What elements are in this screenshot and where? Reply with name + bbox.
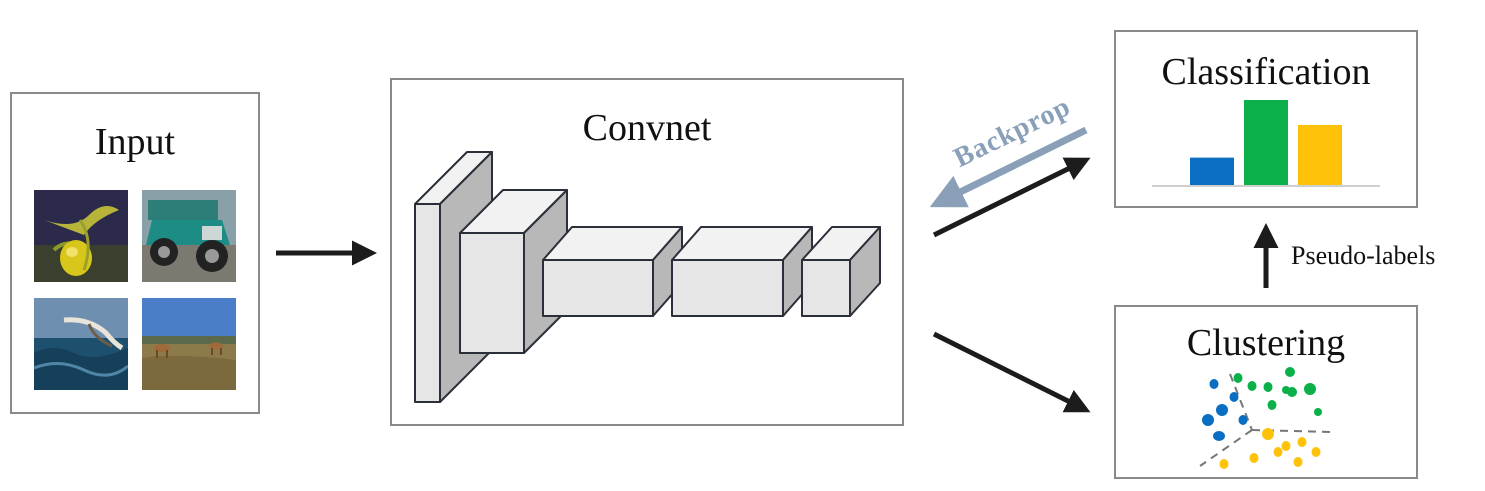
green-cluster-point (1314, 408, 1322, 416)
green-cluster-point (1285, 367, 1295, 377)
layer-block-4 (671, 226, 813, 317)
layer-block-5 (801, 226, 881, 317)
flower-image (34, 190, 128, 282)
yellow-cluster-point (1281, 441, 1291, 451)
input-panel: Input (10, 92, 260, 414)
input-title: Input (94, 121, 176, 163)
backprop-arrow (929, 126, 1088, 208)
green-bar (1244, 100, 1288, 186)
antelope-image (142, 298, 236, 390)
backprop-label: Backprop (949, 91, 1076, 174)
yellow-cluster-point (1262, 428, 1274, 440)
convnet-to-clustering-arrow (932, 331, 1091, 413)
pseudo-labels-label: Pseudo-labels (1291, 241, 1435, 270)
yellow-cluster-point (1219, 459, 1229, 469)
clustering-panel: Clustering (1114, 305, 1418, 479)
seabird-image (34, 298, 128, 390)
convnet-title: Convnet (582, 107, 712, 149)
green-cluster-point (1233, 373, 1243, 383)
cluster-points (1202, 367, 1322, 469)
layer-block-3 (542, 226, 683, 317)
yellow-cluster-point (1297, 437, 1307, 447)
classification-title: Classification (1161, 51, 1371, 93)
convnet-to-classification-arrow (932, 157, 1091, 238)
yellow-bar (1298, 124, 1342, 186)
yellow-cluster-point (1311, 447, 1321, 457)
blue-cluster-point (1238, 415, 1248, 425)
green-cluster-point (1267, 400, 1277, 410)
green-cluster-point (1263, 382, 1273, 392)
blue-cluster-point (1229, 392, 1239, 402)
blue-cluster-point (1202, 414, 1214, 426)
blue-cluster-point (1216, 404, 1228, 416)
yellow-cluster-point (1293, 457, 1303, 467)
yellow-cluster-point (1273, 447, 1283, 457)
cluster-boundaries (1199, 373, 1333, 467)
green-cluster-point (1304, 383, 1316, 395)
classification-bars (1190, 100, 1342, 186)
blue-cluster-point (1213, 431, 1225, 441)
clustering-title: Clustering (1186, 322, 1346, 364)
vintage-car-image (142, 190, 236, 282)
green-cluster-point (1247, 381, 1257, 391)
blue-bar (1190, 157, 1234, 186)
yellow-cluster-point (1249, 453, 1259, 463)
convnet-layers (414, 151, 881, 403)
blue-cluster-point (1209, 379, 1219, 389)
green-cluster-point (1282, 386, 1290, 394)
